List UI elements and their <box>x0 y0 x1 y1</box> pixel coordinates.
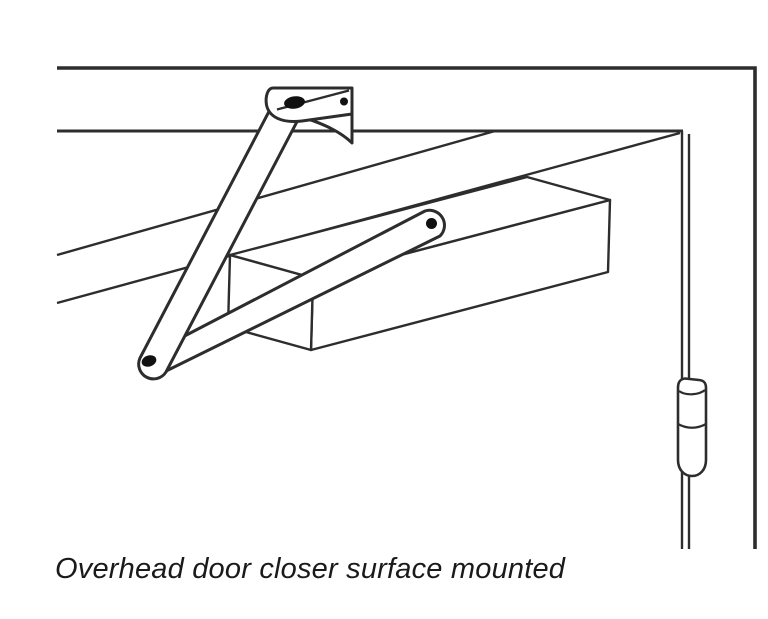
hinge-top-cap-line <box>678 389 706 396</box>
door-top-far-edge <box>56 129 496 257</box>
forearm <box>146 208 446 377</box>
bracket-pivot-dot <box>284 96 305 109</box>
figure-caption: Overhead door closer surface mounted <box>55 553 566 585</box>
wall-outline <box>57 66 757 549</box>
hinge-knuckle-line <box>677 423 707 429</box>
elbow-pivot-dot <box>141 355 157 367</box>
bracket-screw-dot <box>340 97 348 106</box>
forearm-pivot-dot <box>426 218 437 229</box>
main-arm <box>137 98 303 381</box>
